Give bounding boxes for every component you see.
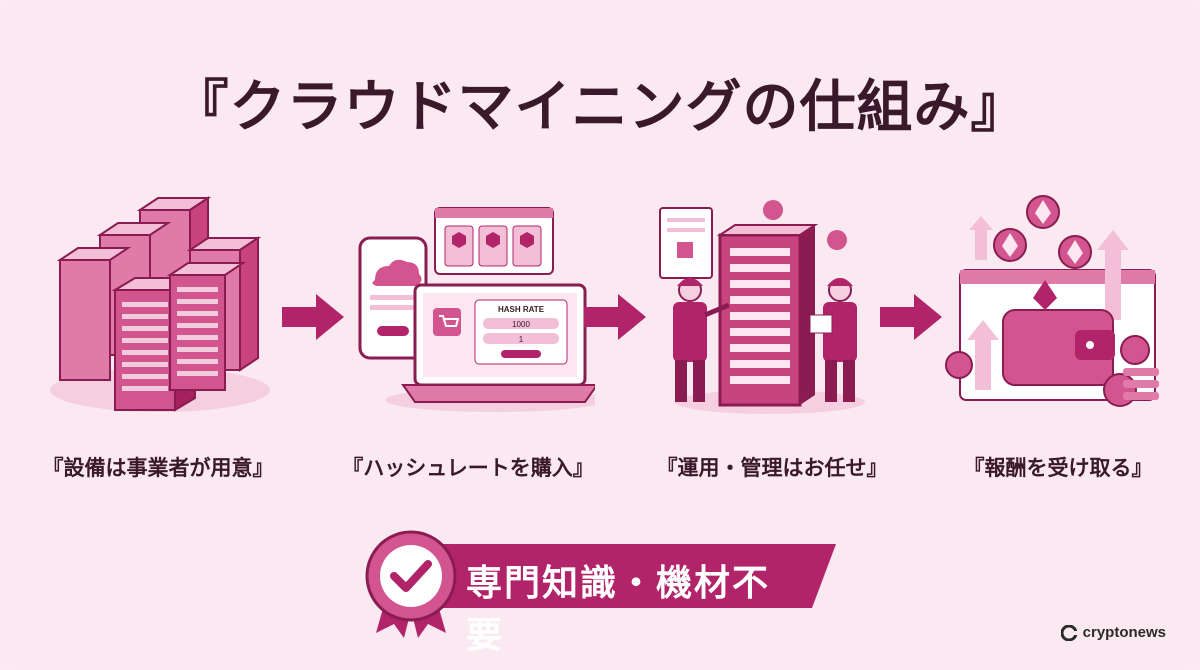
laptop-phone-icon: HASH RATE 1000 1	[358, 207, 595, 412]
step-reward	[945, 190, 1170, 420]
technicians-icon	[659, 200, 865, 414]
arrow-right-icon	[584, 294, 646, 340]
step-caption-4: 『報酬を受け取る』	[963, 456, 1153, 480]
brand-logo: cryptonews	[1060, 624, 1166, 641]
arrow-right-icon	[880, 294, 942, 340]
ethereum-coin-icon	[993, 195, 1092, 269]
hash-rate-title: HASH RATE	[498, 305, 545, 314]
step-caption-1: 『設備は事業者が用意』	[42, 456, 274, 480]
step-purchase: HASH RATE 1000 1	[355, 190, 595, 420]
hash-rate-quantity: 1	[519, 335, 524, 344]
server-rack-icon	[50, 196, 270, 412]
brand-name: cryptonews	[1082, 624, 1166, 641]
step-caption-3: 『運用・管理はお任せ』	[656, 456, 888, 480]
check-seal-icon	[365, 530, 457, 638]
cryptonews-logo-icon	[1060, 624, 1077, 641]
badge-label: 専門知識・機材不要	[466, 563, 771, 656]
hash-rate-value: 1000	[512, 320, 530, 329]
arrow-right-icon	[282, 294, 344, 340]
step-caption-2: 『ハッシュレートを購入』	[342, 456, 594, 480]
wallet-coins-icon	[945, 195, 1159, 407]
step-servers	[40, 190, 310, 420]
step-operation	[655, 190, 885, 420]
page-title: 『クラウドマイニングの仕組み』	[172, 75, 1028, 140]
badge-ribbon	[436, 544, 836, 608]
dollar-coin-icon	[945, 335, 1159, 407]
no-expertise-badge: 専門知識・機材不要	[356, 528, 856, 656]
